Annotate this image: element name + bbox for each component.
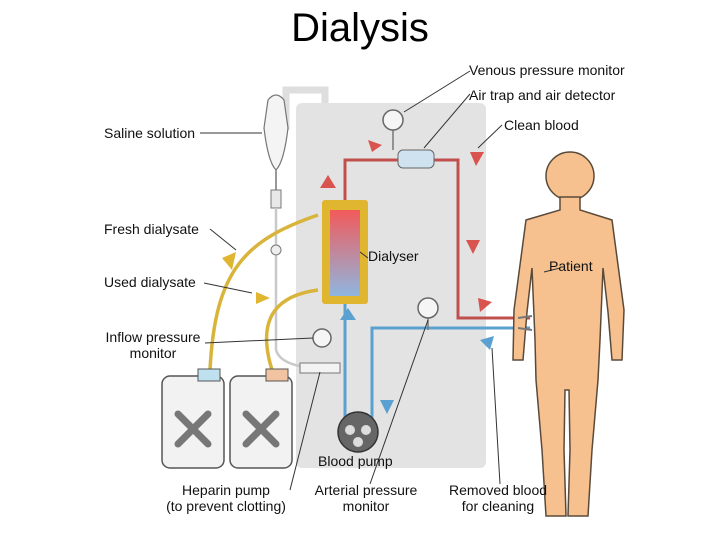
arterial-pressure-gauge bbox=[417, 297, 439, 319]
label-used-dialysate: Used dialysate bbox=[104, 274, 196, 290]
clean-blood-tube bbox=[343, 158, 530, 320]
inflow-pressure-gauge bbox=[312, 328, 332, 348]
blood-pump bbox=[337, 411, 379, 453]
label-heparin-pump-line1: Heparin pump bbox=[182, 482, 270, 498]
flow-arrows bbox=[222, 140, 494, 414]
label-removed-blood-line1: Removed blood bbox=[448, 482, 548, 498]
label-inflow-pressure-monitor: Inflow pressure monitor bbox=[100, 329, 206, 361]
fresh-dialysate-canister bbox=[161, 368, 225, 469]
label-arterial-pressure-monitor: Arterial pressure monitor bbox=[306, 482, 426, 514]
label-fresh-dialysate: Fresh dialysate bbox=[104, 221, 199, 237]
fresh-dialysate-tube bbox=[208, 213, 319, 371]
label-removed-blood-line2: for cleaning bbox=[461, 498, 535, 514]
leader-lines bbox=[200, 70, 561, 491]
used-dialysate-tube bbox=[264, 288, 319, 371]
patient-figure bbox=[512, 151, 625, 517]
venous-pressure-gauge bbox=[382, 109, 404, 131]
dialyser bbox=[322, 200, 368, 304]
label-dialyser: Dialyser bbox=[368, 248, 419, 264]
label-arterial-pressure-line2: monitor bbox=[342, 498, 390, 514]
label-patient: Patient bbox=[549, 258, 593, 274]
label-blood-pump: Blood pump bbox=[318, 453, 393, 469]
label-heparin-pump-line2: (to prevent clotting) bbox=[166, 498, 286, 514]
label-saline-solution: Saline solution bbox=[104, 125, 196, 141]
used-dialysate-canister bbox=[229, 368, 293, 469]
label-air-trap: Air trap and air detector bbox=[469, 87, 616, 103]
label-arterial-pressure-line1: Arterial pressure bbox=[314, 482, 418, 498]
label-heparin-pump: Heparin pump (to prevent clotting) bbox=[148, 482, 304, 514]
air-trap bbox=[397, 149, 435, 169]
label-inflow-pressure-line1: Inflow pressure bbox=[105, 329, 201, 345]
label-removed-blood: Removed blood for cleaning bbox=[440, 482, 556, 514]
access-needles bbox=[517, 315, 533, 331]
label-inflow-pressure-line2: monitor bbox=[129, 345, 177, 361]
label-venous-pressure-monitor: Venous pressure monitor bbox=[469, 62, 625, 78]
page-title: Dialysis bbox=[291, 6, 429, 50]
heparin-syringe bbox=[299, 362, 341, 374]
label-clean-blood: Clean blood bbox=[504, 117, 579, 133]
